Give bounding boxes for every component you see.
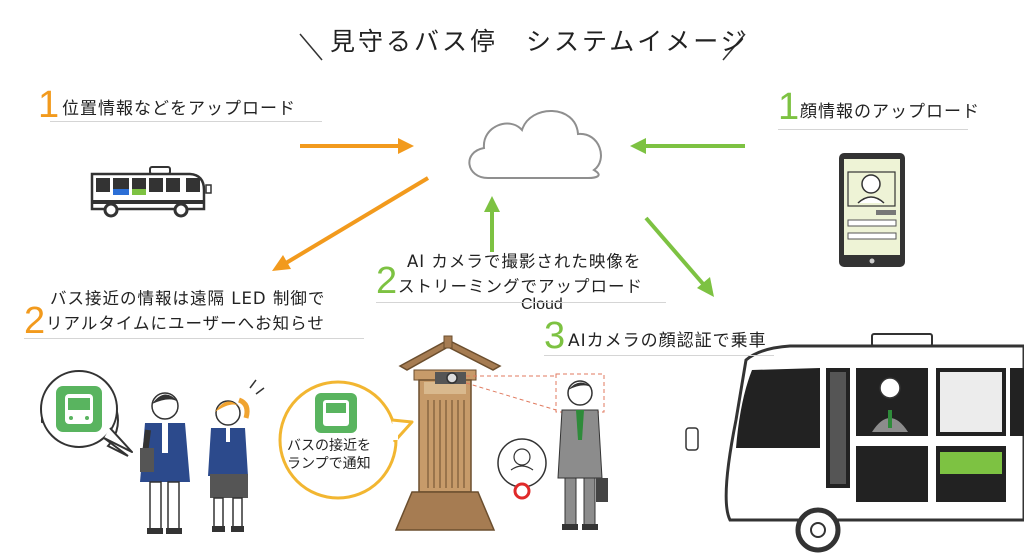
step-number: 1 — [778, 86, 800, 128]
step-face-auth-label: AIカメラの顔認証で乗車 — [568, 331, 767, 351]
tablet-icon — [839, 153, 905, 267]
arrow-camera-to-cloud — [484, 196, 500, 252]
title-slash-left — [299, 33, 323, 61]
businessman-figure — [557, 380, 608, 530]
lamp-notification-bubble — [278, 380, 414, 500]
arrow-cloud-to-bus — [644, 216, 714, 297]
step-ai-stream-line2: ストリーミングでアップロード — [398, 277, 643, 296]
minibus-icon — [90, 166, 212, 218]
page-title: 見守るバス停 システムイメージ — [330, 27, 749, 56]
step-number: 2 — [24, 300, 46, 342]
boy-student-figure — [140, 392, 190, 534]
camera-detection-lines — [465, 373, 605, 413]
bus-icon-speech-bubble — [40, 370, 133, 457]
step-upload-face-label: 顔情報のアップロード — [800, 102, 980, 122]
arrow-bus-to-cloud — [300, 138, 414, 154]
step-led-notify-line2: リアルタイムにユーザーへお知らせ — [46, 314, 325, 333]
cloud-icon — [468, 110, 602, 179]
lamp-bubble-line2: ランプで通知 — [287, 456, 371, 472]
girl-student-figure — [208, 379, 265, 532]
arrow-cloud-to-users — [272, 176, 430, 271]
arrow-tablet-to-cloud — [630, 138, 745, 154]
title-slash-right — [722, 33, 746, 61]
wooden-bus-stop — [394, 335, 502, 531]
cloud-label: Cloud — [521, 296, 563, 313]
step-led-notify-line1: バス接近の情報は遠隔 LED 制御で — [50, 289, 326, 308]
step-ai-stream-line1: AI カメラで撮影された映像を — [407, 252, 642, 271]
step-upload-location-label: 位置情報などをアップロード — [62, 99, 296, 119]
step-number: 1 — [38, 84, 60, 126]
step-number: 2 — [376, 260, 398, 302]
step-number: 3 — [544, 315, 566, 357]
lamp-bubble-line1: バスの接近を — [287, 438, 371, 454]
face-recognition-icon — [497, 438, 547, 500]
large-bus — [685, 333, 1024, 553]
